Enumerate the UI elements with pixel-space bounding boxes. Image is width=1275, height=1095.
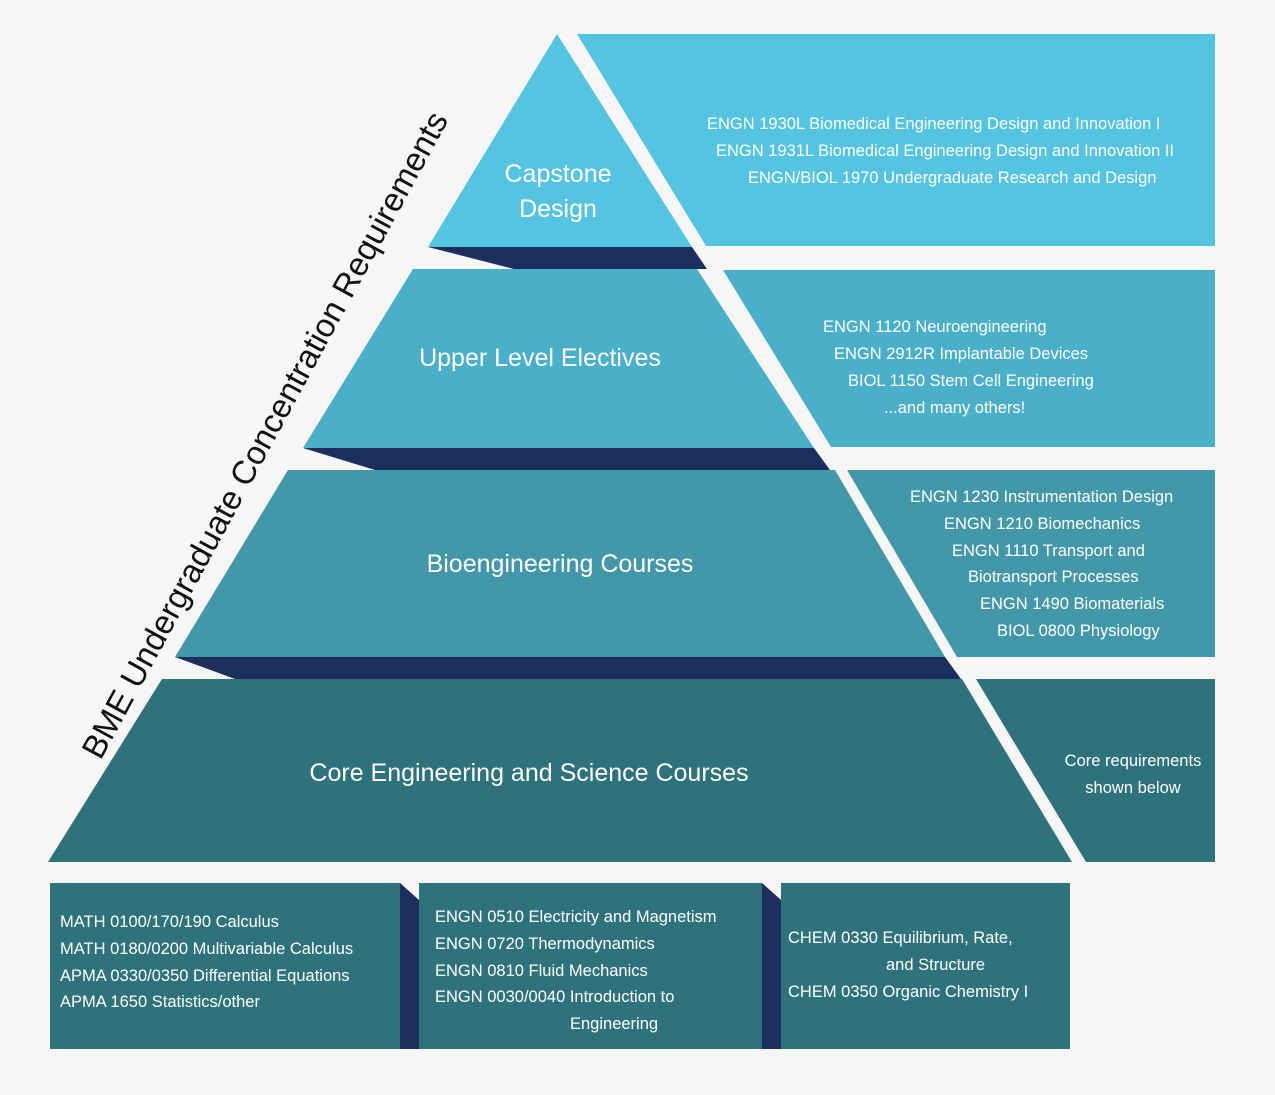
course-item: BIOL 0800 Physiology: [997, 622, 1160, 640]
engineering-course-list: ENGN 0510 Electricity and Magnetism ENGN…: [435, 904, 755, 1038]
course-item: ENGN 1490 Biomaterials: [980, 595, 1165, 613]
capstone-shadow: [428, 247, 707, 269]
math-course-list: MATH 0100/170/190 Calculus MATH 0180/020…: [60, 909, 353, 1016]
course-item: APMA 0330/0350 Differential Equations: [60, 966, 350, 985]
course-item: ENGN 0810 Fluid Mechanics: [435, 961, 648, 980]
course-item: MATH 0180/0200 Multivariable Calculus: [60, 939, 354, 958]
course-item: ENGN/BIOL 1970 Undergraduate Research an…: [748, 169, 1157, 187]
core-panel: [976, 679, 1215, 862]
course-item: Engineering: [570, 1015, 659, 1034]
electives-panel: [723, 270, 1215, 447]
course-item: ENGN 1931L Biomedical Engineering Design…: [716, 142, 1175, 160]
electives-shadow: [303, 448, 830, 470]
core-box-chemistry: [781, 883, 1070, 1049]
core-box-shadow-2: [762, 883, 781, 1049]
electives-label: Upper Level Electives: [419, 344, 661, 372]
course-item: ...and many others!: [884, 399, 1026, 417]
course-item: ENGN 1210 Biomechanics: [944, 515, 1141, 533]
course-item: ENGN 1930L Biomedical Engineering Design…: [707, 115, 1161, 133]
bioengineering-shadow: [175, 657, 961, 679]
core-box-engineering: [419, 883, 762, 1049]
course-item: ENGN 2912R Implantable Devices: [834, 345, 1089, 363]
core-tier: [48, 679, 1072, 862]
capstone-tier: [428, 34, 692, 247]
core-box-math: [50, 883, 400, 1049]
course-item: MATH 0100/170/190 Calculus: [60, 913, 279, 931]
course-item: ENGN 0510 Electricity and Magnetism: [435, 908, 717, 926]
bioengineering-label: Bioengineering Courses: [426, 550, 694, 578]
course-item: ENGN 1120 Neuroengineering: [823, 318, 1047, 336]
capstone-panel: [577, 34, 1215, 246]
core-box-shadow-1: [400, 883, 419, 1049]
capstone-label: Capstone Design: [504, 160, 612, 223]
core-label: Core Engineering and Science Courses: [309, 759, 749, 787]
course-item: APMA 1650 Statistics/other: [60, 993, 260, 1012]
course-item: ENGN 0720 Thermodynamics: [435, 934, 655, 953]
core-note: Core requirements shown below: [1064, 752, 1202, 797]
course-item: ENGN 1110 Transport and: [952, 542, 1145, 560]
bioengineering-tier: [175, 470, 945, 657]
bioengineering-panel: [847, 470, 1215, 657]
course-item: BIOL 1150 Stem Cell Engineering: [848, 372, 1094, 390]
chemistry-course-list: CHEM 0330 Equilibrium, Rate, and Structu…: [788, 925, 1068, 1005]
course-item: Biotransport Processes: [968, 568, 1139, 586]
course-item: CHEM 0350 Organic Chemistry I: [788, 982, 1029, 1001]
electives-tier: [303, 269, 814, 448]
course-item: ENGN 1230 Instrumentation Design: [910, 488, 1174, 506]
course-item: and Structure: [886, 955, 986, 974]
course-item: CHEM 0330 Equilibrium, Rate,: [788, 929, 1013, 947]
course-item: ENGN 0030/0040 Introduction to: [435, 988, 675, 1007]
